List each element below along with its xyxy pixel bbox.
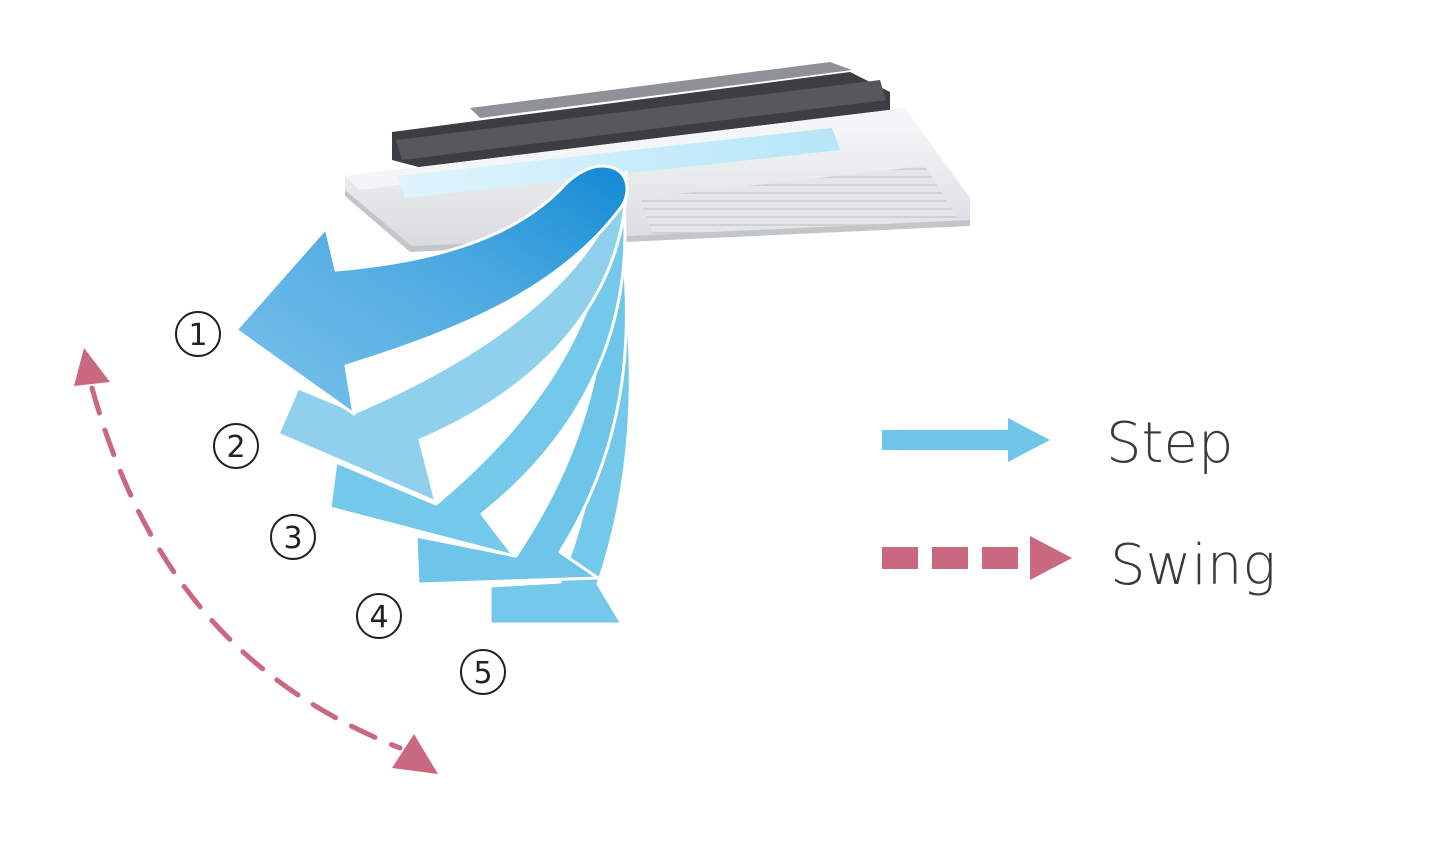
- swing-arrow-icon: [882, 536, 1072, 580]
- position-number-3: 3: [283, 521, 302, 556]
- legend-step: Step: [882, 411, 1234, 476]
- legend-step-label: Step: [1106, 411, 1234, 476]
- position-marker-4: 4: [356, 593, 402, 639]
- legend-swing: Swing: [882, 533, 1276, 598]
- position-marker-5: 5: [460, 649, 506, 695]
- swing-arrowhead-down: [392, 734, 438, 774]
- position-marker-3: 3: [270, 514, 316, 560]
- airflow-arrow-2: [276, 170, 628, 504]
- position-number-4: 4: [369, 600, 388, 635]
- legend-swing-label: Swing: [1110, 533, 1276, 598]
- position-marker-2: 2: [213, 423, 259, 469]
- ceiling-cassette-icon: [345, 62, 970, 252]
- airflow-arrow-1: [234, 164, 629, 416]
- position-number-5: 5: [473, 656, 492, 691]
- step-arrow-icon: [882, 418, 1050, 462]
- swing-indicator: [74, 348, 438, 774]
- position-number-2: 2: [226, 430, 245, 465]
- swing-arrowhead-up: [74, 348, 110, 386]
- position-number-1: 1: [188, 318, 207, 353]
- position-marker-1: 1: [175, 311, 221, 357]
